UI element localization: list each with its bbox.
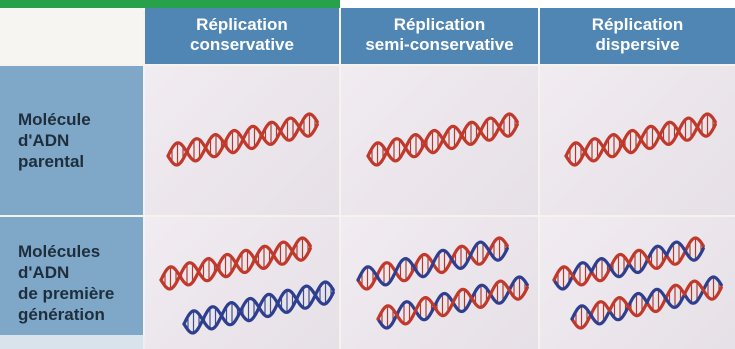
- dna-strand-segment: [297, 297, 315, 309]
- dna-strand-segment: [243, 137, 261, 149]
- dna-strand-segment: [240, 299, 258, 312]
- dna-strand-segment: [679, 129, 697, 141]
- dna-parental-semi-conservative-icon: [362, 98, 527, 173]
- dna-strand-segment: [585, 149, 603, 161]
- dna-strand-segment: [443, 126, 461, 139]
- dna-strand-segment: [424, 131, 442, 144]
- dna-parental-conservative-icon: [162, 98, 327, 173]
- dna-strand-segment: [297, 286, 315, 299]
- dna-strand-segment: [187, 149, 205, 161]
- dna-strand-segment: [491, 292, 509, 304]
- dna-strand-segment: [453, 300, 471, 312]
- dna-strand-segment: [259, 294, 277, 307]
- row-header-bottom-fade: [0, 335, 145, 349]
- dna-strand-segment: [604, 135, 622, 148]
- header-dispersive: Réplication dispersive: [540, 8, 735, 64]
- dna-strand-segment: [406, 145, 424, 157]
- dna-strand-segment: [610, 308, 628, 320]
- dna-strand-segment: [387, 149, 405, 161]
- title-bar-fragment: [0, 0, 340, 8]
- dna-gen1-dispersive-bottom-icon: [566, 261, 731, 336]
- header-semi-conservative: Réplication semi-conservative: [341, 8, 538, 64]
- dna-parental-dispersive-icon: [560, 98, 725, 173]
- dna-strand-segment: [387, 139, 405, 152]
- dna-gen1-conservative-bottom-icon: [178, 266, 343, 341]
- dna-strand-segment: [604, 145, 622, 157]
- dna-strand-segment: [591, 312, 609, 324]
- row-header-parental: Molécule d'ADN parental: [0, 66, 143, 215]
- dna-strand-segment: [685, 292, 703, 304]
- dna-strand-segment: [628, 294, 646, 307]
- dna-strand-segment: [416, 298, 434, 311]
- row-header-first-generation-label: Molécules d'ADN de première génération: [18, 241, 114, 325]
- dna-strand-segment: [406, 135, 424, 148]
- dna-strand-segment: [222, 303, 240, 316]
- dna-strand-segment: [397, 302, 415, 315]
- dna-strand-segment: [259, 305, 277, 317]
- dna-strand-segment: [610, 298, 628, 311]
- dna-strand-segment: [187, 139, 205, 152]
- dna-strand-segment: [206, 135, 224, 148]
- dna-strand-segment: [274, 242, 292, 255]
- dna-strand-segment: [685, 281, 703, 294]
- replication-table: Réplication conservative Réplication sem…: [0, 8, 735, 349]
- dna-strand-segment: [679, 118, 697, 131]
- header-semi-conservative-label: Réplication semi-conservative: [365, 15, 513, 55]
- dna-strand-segment: [585, 139, 603, 152]
- row-header-parental-label: Molécule d'ADN parental: [18, 109, 91, 172]
- dna-strand-segment: [236, 250, 254, 263]
- dna-strand-segment: [641, 137, 659, 149]
- dna-strand-segment: [224, 131, 242, 144]
- dna-strand-segment: [667, 242, 685, 255]
- row-header-first-generation: Molécules d'ADN de première génération: [0, 217, 143, 349]
- dna-strand-segment: [222, 313, 240, 325]
- header-conservative: Réplication conservative: [145, 8, 339, 64]
- dna-gen1-semi-conservative-bottom-icon: [372, 261, 537, 336]
- dna-strand-segment: [481, 129, 499, 141]
- dna-strand-segment: [281, 118, 299, 131]
- dna-strand-segment: [591, 302, 609, 315]
- dna-strand-segment: [434, 294, 452, 307]
- dna-strand-segment: [471, 242, 489, 255]
- dna-strand-segment: [481, 118, 499, 131]
- dna-strand-segment: [641, 126, 659, 139]
- dna-strand-segment: [203, 307, 221, 320]
- empty-corner-cell: [0, 8, 143, 64]
- dna-strand-segment: [647, 289, 665, 302]
- dna-strand-segment: [243, 126, 261, 139]
- dna-strand-segment: [397, 312, 415, 324]
- dna-strand-segment: [206, 145, 224, 157]
- dna-strand-segment: [491, 281, 509, 294]
- header-conservative-label: Réplication conservative: [190, 15, 294, 55]
- dna-strand-segment: [443, 137, 461, 149]
- dna-strand-segment: [274, 253, 292, 265]
- dna-strand-segment: [416, 308, 434, 320]
- dna-strand-segment: [203, 317, 221, 329]
- dna-strand-segment: [281, 129, 299, 141]
- dna-strand-segment: [622, 131, 640, 144]
- dna-strand-segment: [647, 300, 665, 312]
- dna-strand-segment: [453, 289, 471, 302]
- header-dispersive-label: Réplication dispersive: [592, 15, 684, 55]
